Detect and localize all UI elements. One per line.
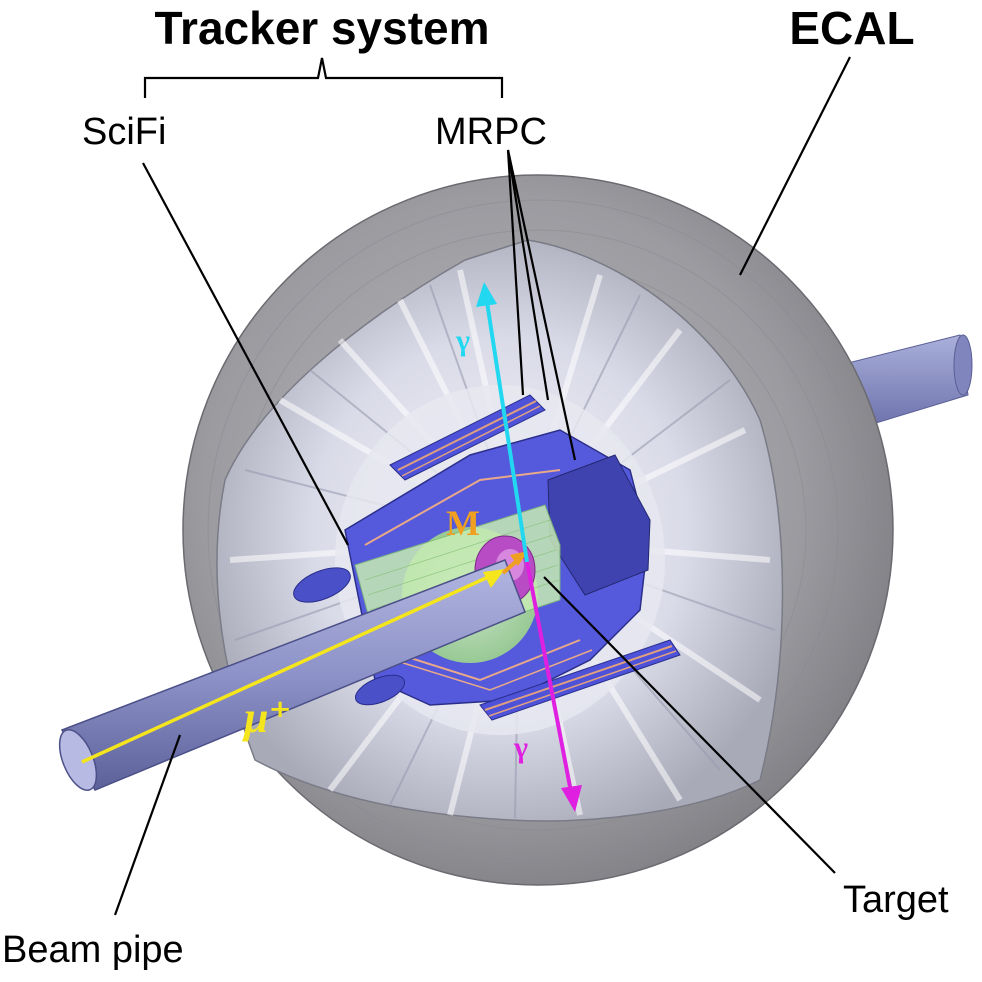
beam-pipe-leader [113, 734, 182, 916]
muon-track-arrowhead [483, 569, 505, 588]
mrpc-label: MRPC [435, 111, 547, 153]
muon-symbol: μ⁺ [242, 693, 292, 742]
mrpc-leader-2 [506, 149, 550, 401]
gamma-up-symbol: γ [455, 324, 470, 357]
muonium-symbol: M [446, 503, 480, 543]
target-label: Target [843, 879, 949, 921]
gamma-down-track [525, 561, 573, 793]
beam-pipe-label: Beam pipe [2, 929, 184, 971]
gamma-down-symbol: γ [513, 731, 528, 764]
target-leader [543, 576, 836, 874]
tracker-bracket [143, 57, 504, 98]
ecal-label: ECAL [789, 2, 914, 54]
beam-pipe-left [58, 559, 526, 791]
muon-track [81, 571, 498, 764]
scifi-leader [142, 162, 349, 546]
muonium-track-arrowhead [510, 551, 528, 566]
tracker-system-label: Tracker system [154, 2, 489, 54]
mrpc-leader-3 [506, 149, 577, 461]
particle-tracks [81, 282, 582, 812]
ecal-leader [739, 56, 851, 276]
leader-lines [113, 56, 851, 916]
scifi-label: SciFi [82, 111, 166, 153]
gamma-up-track [485, 301, 529, 563]
gamma-up-arrowhead [476, 282, 497, 307]
gamma-down-arrowhead [561, 785, 582, 812]
mrpc-leader-1 [506, 149, 525, 396]
